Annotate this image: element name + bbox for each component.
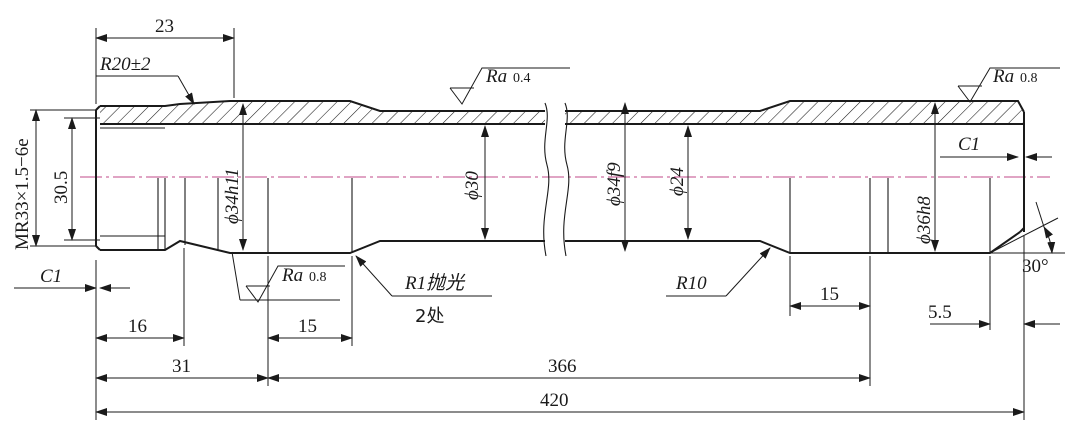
dim-5-5: 5.5 xyxy=(928,236,1060,420)
dim-31-label: 31 xyxy=(172,356,191,377)
hatched-wall xyxy=(100,101,1024,124)
dim-23: 23 xyxy=(95,16,235,104)
ra-top-right-value: 0.8 xyxy=(1020,71,1038,86)
thread-dims: MR33×1.5−6e 30.5 xyxy=(12,109,100,250)
dim-23-label: 23 xyxy=(155,16,174,37)
diameter-dims: ϕ34h11 ϕ30 ϕ34f9 ϕ24 ϕ36h8 xyxy=(222,102,939,252)
shaft-outline xyxy=(95,100,1025,257)
dim-15-left: 15 xyxy=(267,256,353,386)
dim-30-5-label: 30.5 xyxy=(51,171,72,204)
angle-30: 30° xyxy=(989,201,1065,277)
dim-420: 420 xyxy=(95,390,1025,416)
dim-16-label: 16 xyxy=(128,316,147,337)
angle-label: 30° xyxy=(1022,256,1049,277)
dim-15-right-label: 15 xyxy=(820,284,839,305)
dim-16: 16 xyxy=(95,248,185,420)
dim-31-366: 31 366 xyxy=(95,316,871,386)
dim-15-left-label: 15 xyxy=(298,316,317,337)
d36h8-label: ϕ36h8 xyxy=(914,196,935,244)
dim-366-label: 366 xyxy=(548,356,577,377)
dim-420-label: 420 xyxy=(540,390,569,411)
ra-symbol-bottom-left: Ra xyxy=(281,265,303,286)
roughness-bottom-left: Ra 0.8 xyxy=(231,251,345,303)
chamfer-right-label: C1 xyxy=(958,134,980,155)
r20-label: R20±2 xyxy=(99,54,151,75)
thread-label: MR33×1.5−6e xyxy=(12,138,33,250)
r10-label: R10 xyxy=(675,273,707,294)
d34f9-label: ϕ34f9 xyxy=(604,162,625,206)
ra-top-mid-value: 0.4 xyxy=(513,71,531,86)
dim-5-5-label: 5.5 xyxy=(928,302,952,323)
chamfer-right: C1 xyxy=(940,134,1052,161)
d24-label: ϕ24 xyxy=(667,167,688,196)
ra-symbol-top-mid: Ra xyxy=(485,66,507,87)
roughness-top-right: Ra 0.8 xyxy=(957,66,1060,103)
r1-label: R1抛光 xyxy=(404,273,466,294)
r1-count-label: 2处 xyxy=(415,306,444,327)
roughness-top-mid: Ra 0.4 xyxy=(449,66,570,105)
dim-15-right: 15 xyxy=(789,256,871,316)
chamfer-left: C1 xyxy=(14,266,130,292)
r1-callout: R1抛光 2处 xyxy=(355,255,492,327)
r10-callout: R10 xyxy=(666,247,771,297)
ra-bottom-left-value: 0.8 xyxy=(309,270,327,285)
r20-callout: R20±2 xyxy=(96,54,195,105)
d30-label: ϕ30 xyxy=(462,171,483,200)
chamfer-left-label: C1 xyxy=(40,266,62,287)
ra-symbol-top-right: Ra xyxy=(992,66,1014,87)
d34h11-label: ϕ34h11 xyxy=(222,168,243,224)
